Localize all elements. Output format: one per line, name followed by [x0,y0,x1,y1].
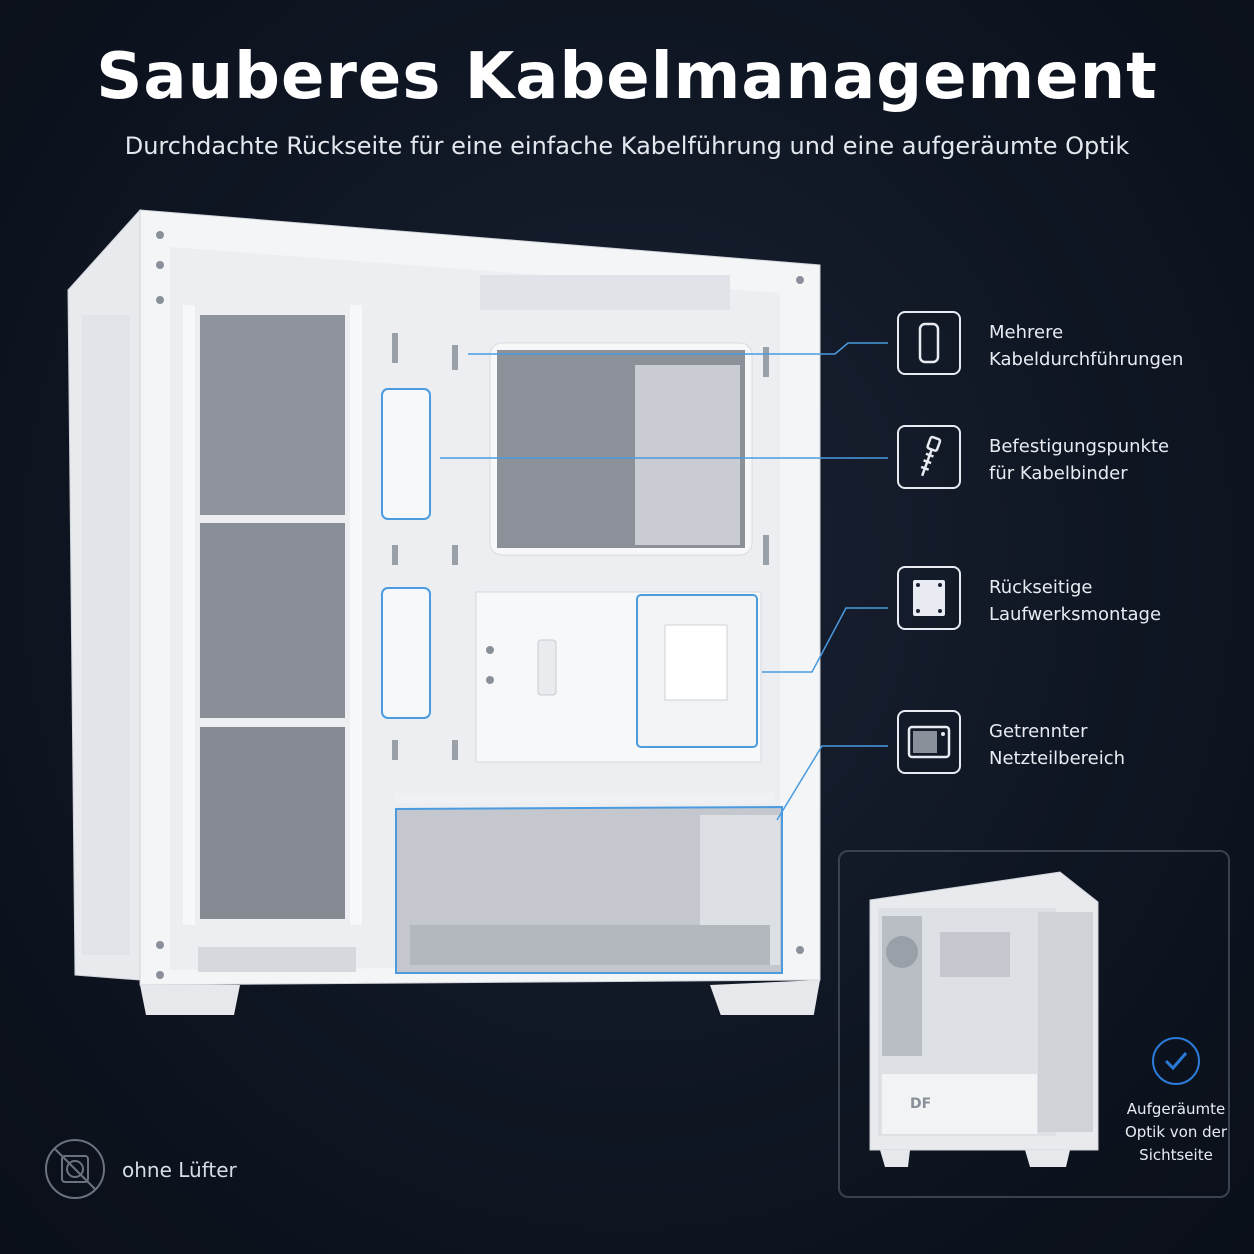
no-fan-label: ohne Lüfter [122,1158,237,1182]
page-title: Sauberes Kabelmanagement [96,40,1158,114]
feature-separate-psu-area: Getrennter Netzteilbereich [897,710,1237,780]
pc-case-front-illustration: DF [869,871,1099,1167]
no-fan-icon [44,1138,106,1200]
brand-logo: DF [910,1096,931,1112]
inset-label: Aufgeräumte Optik von der Sichtseite [1124,1100,1228,1164]
checkmark-icon [1152,1037,1200,1085]
psu-icon [897,710,961,774]
feature-cable-tie-points: Befestigungspunkte für Kabelbinder [897,425,1237,495]
feature-label: Getrennter Netzteilbereich [989,721,1126,769]
cable-tie-icon [897,425,961,489]
inset-front-view-panel [838,850,1230,1198]
drive-mount-icon [897,566,961,630]
feature-label: Befestigungspunkte für Kabelbinder [989,436,1170,484]
page-subtitle: Durchdachte Rückseite für eine einfache … [124,132,1130,160]
feature-label: Rückseitige Laufwerksmontage [989,577,1162,625]
feature-label: Mehrere Kabeldurchführungen [989,322,1184,370]
feature-cable-passthrough: Mehrere Kabeldurchführungen [897,311,1237,381]
pc-case-rear-illustration [67,208,821,1015]
cable-passthrough-icon [897,311,961,375]
feature-rear-drive-mount: Rückseitige Laufwerksmontage [897,566,1237,636]
